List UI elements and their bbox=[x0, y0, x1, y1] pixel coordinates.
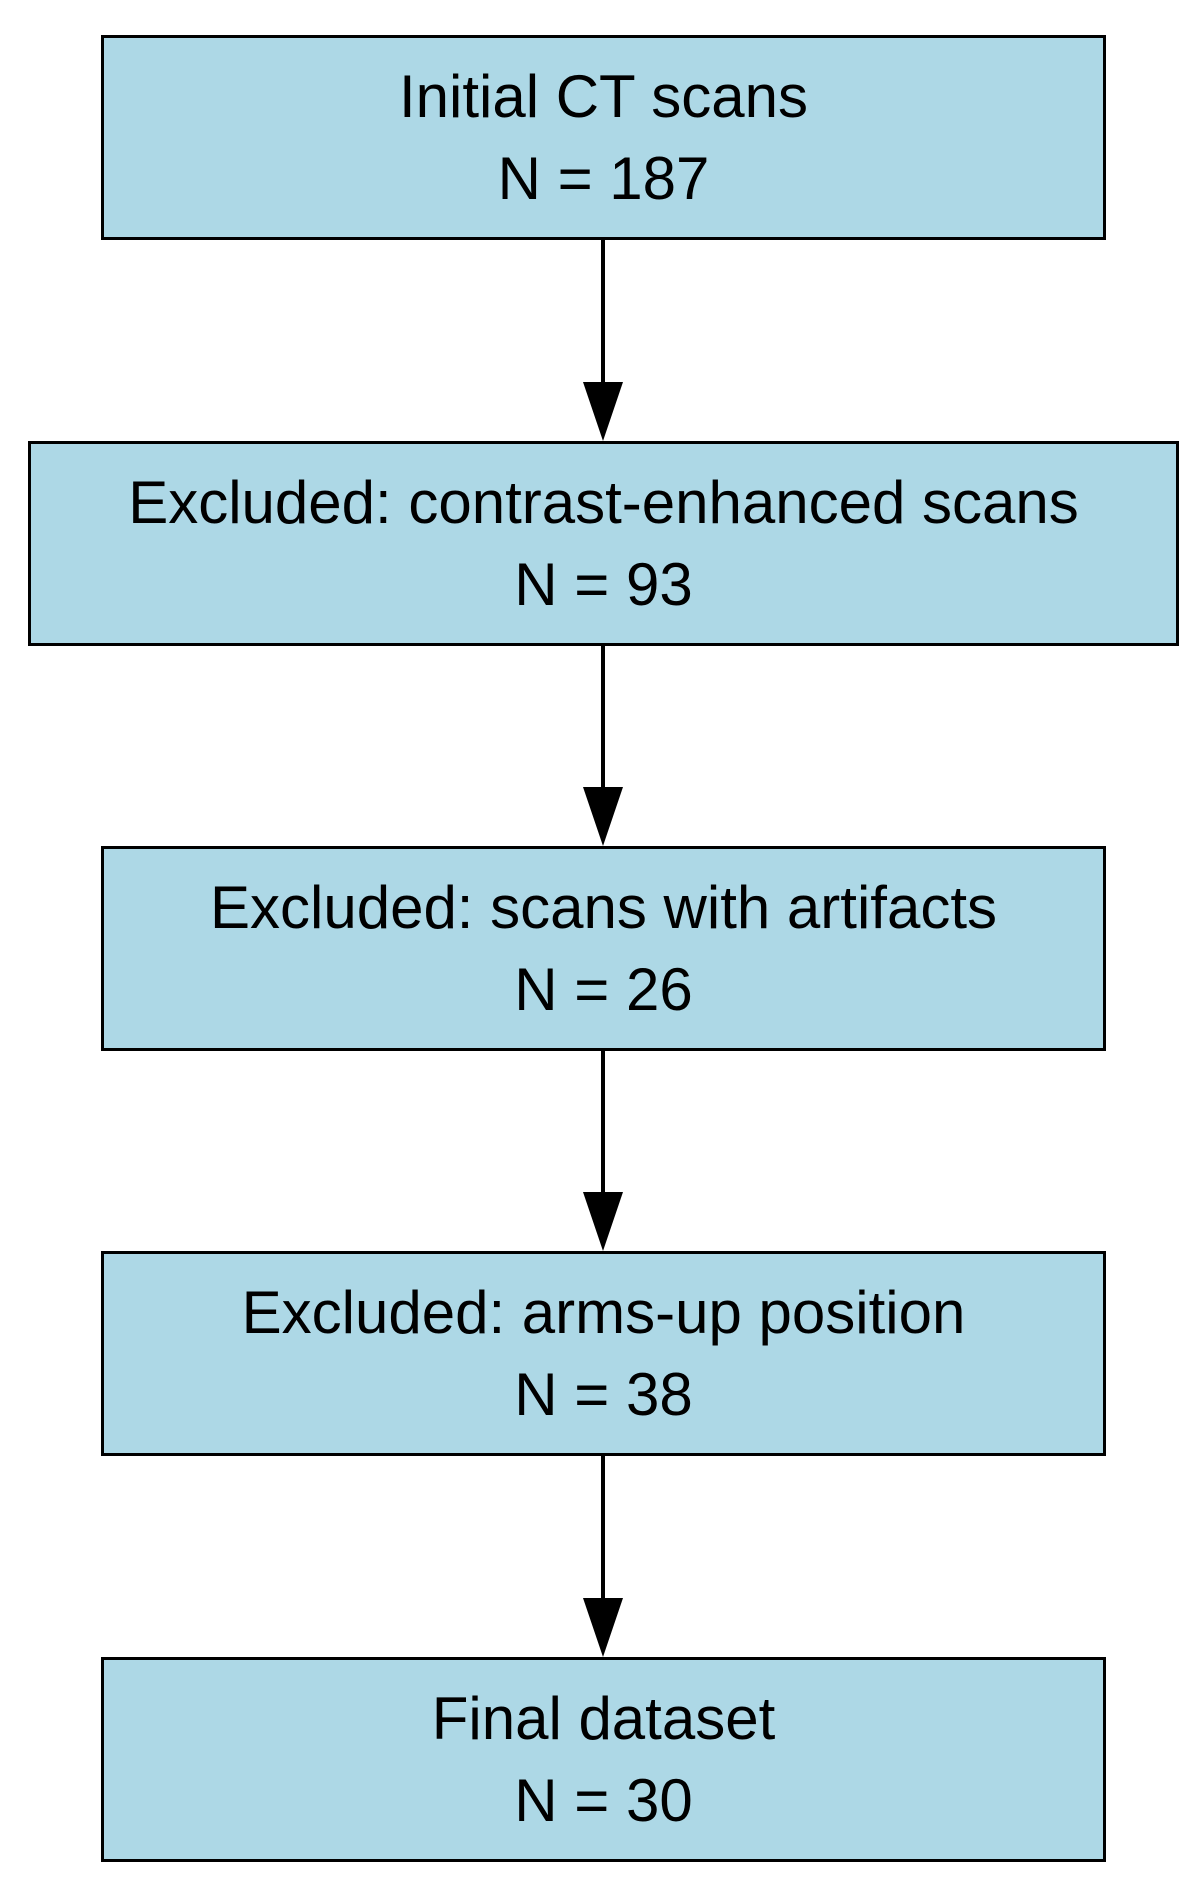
box-count: N = 93 bbox=[514, 550, 693, 618]
flow-box-excluded-artifacts: Excluded: scans with artifacts N = 26 bbox=[101, 846, 1106, 1051]
box-count: N = 26 bbox=[514, 955, 693, 1023]
flow-box-excluded-contrast-enhanced: Excluded: contrast-enhanced scans N = 93 bbox=[28, 441, 1179, 646]
arrow-1 bbox=[583, 240, 623, 441]
arrow-3 bbox=[583, 1051, 623, 1251]
arrow-head-icon bbox=[583, 787, 623, 846]
box-count: N = 38 bbox=[514, 1360, 693, 1428]
arrow-head-icon bbox=[583, 1192, 623, 1251]
box-label: Excluded: scans with artifacts bbox=[209, 873, 997, 941]
box-label: Excluded: arms-up position bbox=[241, 1278, 966, 1346]
flow-box-excluded-arms-up: Excluded: arms-up position N = 38 bbox=[101, 1251, 1106, 1456]
arrow-head-icon bbox=[583, 382, 623, 441]
box-label: Excluded: contrast-enhanced scans bbox=[128, 468, 1079, 536]
box-count: N = 30 bbox=[514, 1766, 693, 1834]
flow-box-initial-ct-scans: Initial CT scans N = 187 bbox=[101, 35, 1106, 240]
arrow-2 bbox=[583, 646, 623, 846]
box-label: Final dataset bbox=[431, 1684, 776, 1752]
arrow-4 bbox=[583, 1456, 623, 1657]
arrow-head-icon bbox=[583, 1598, 623, 1657]
box-count: N = 187 bbox=[497, 144, 710, 212]
flow-box-final-dataset: Final dataset N = 30 bbox=[101, 1657, 1106, 1862]
box-label: Initial CT scans bbox=[398, 62, 809, 130]
